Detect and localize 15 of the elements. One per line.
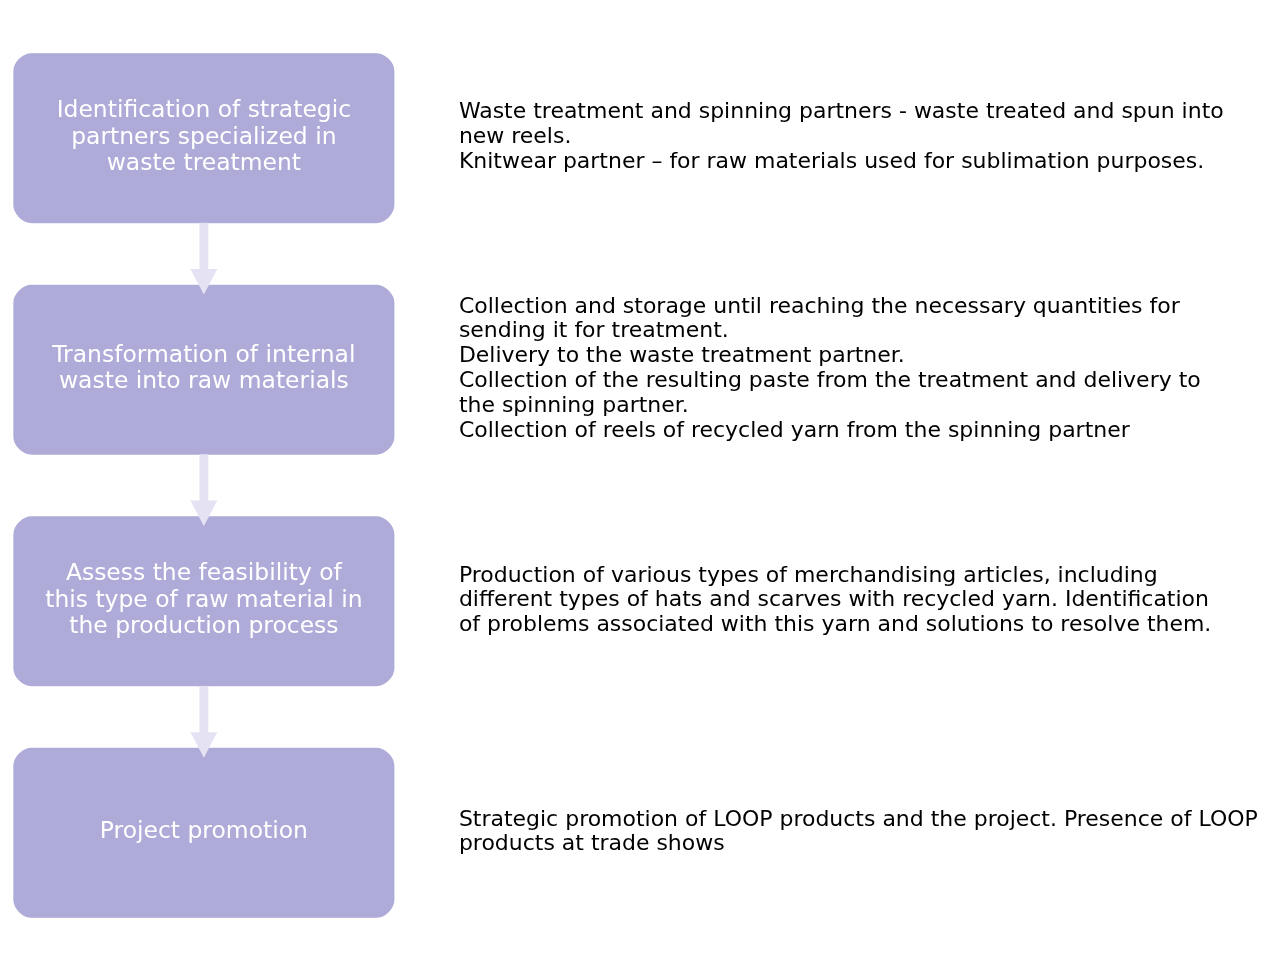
node-label: Collection of reels of recycled yarn from the spinning partner	[458, 416, 1130, 442]
node-label: Knitwear partner – for raw materials used for sublimation purposes.	[458, 147, 1205, 173]
arrow	[190, 222, 218, 295]
arrow	[190, 685, 218, 758]
arrow	[190, 453, 218, 526]
node-label: Delivery to the waste treatment partner.	[458, 341, 905, 367]
node-label: Strategic promotion of LOOP products and the project. Presence of LOOP products at trade shows	[458, 805, 1258, 855]
node-label: Production of various types of merchandising articles, including different types of hats and scarves with recycled yarn. Identification of problems associated with this yarn and solutions to resolve them.	[458, 561, 1212, 636]
node-box: Identification of strategic partners specialized in waste treatment	[13, 52, 395, 223]
node-box: Assess the feasibility of this type of raw material in the production process	[13, 515, 395, 686]
node-box: Transformation of internal waste into raw materials	[13, 284, 395, 455]
node-box: Project promotion	[13, 747, 395, 918]
node-label: Waste treatment and spinning partners - waste treated and spun into new reels.	[458, 97, 1224, 148]
node-label: Collection and storage until reaching the necessary quantities for sending it for treatment.	[458, 292, 1180, 342]
node-label: Collection of the resulting paste from the treatment and delivery to the spinning partner.	[458, 366, 1201, 417]
